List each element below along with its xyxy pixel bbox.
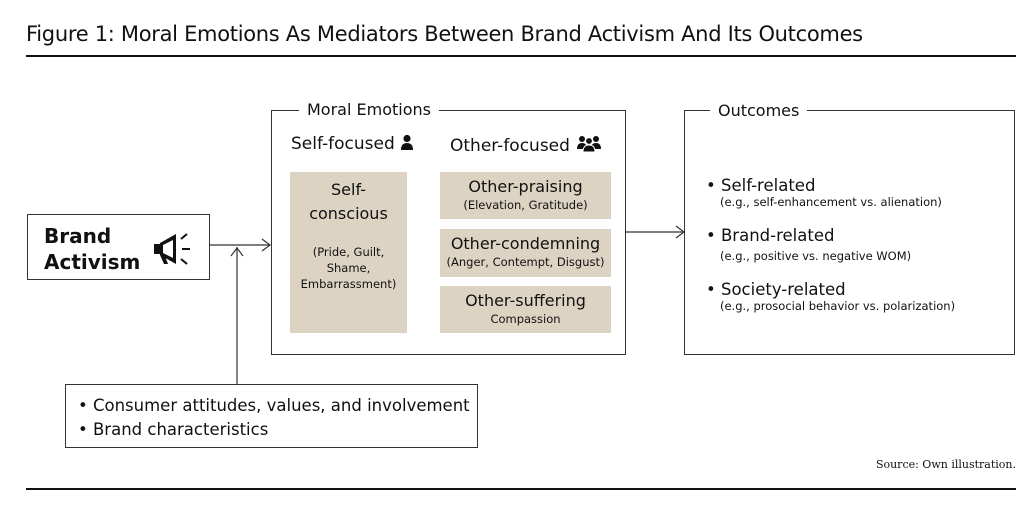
self-conscious-detail-2: Shame, bbox=[326, 261, 371, 275]
brand-activism-line1: Brand bbox=[44, 224, 112, 248]
outcomes-label: Outcomes bbox=[710, 101, 808, 120]
outcome-sub: (e.g., prosocial behavior vs. polarizati… bbox=[720, 299, 956, 313]
other-suffering-detail: Compassion bbox=[490, 312, 561, 326]
outcome-sub: (e.g., positive vs. negative WOM) bbox=[720, 249, 912, 263]
brand-activism-box: Brand Activism bbox=[27, 214, 210, 280]
moral-emotions-label: Moral Emotions bbox=[299, 100, 439, 119]
outcome-main: Self-related bbox=[706, 176, 942, 195]
other-praising-detail: (Elevation, Gratitude) bbox=[463, 198, 588, 212]
other-focused-heading: Other-focused bbox=[450, 134, 603, 156]
source-note: Source: Own illustration. bbox=[875, 458, 1016, 471]
other-condemning-detail: (Anger, Contempt, Disgust) bbox=[446, 255, 605, 269]
other-focused-label: Other-focused bbox=[450, 136, 570, 156]
outcome-item: Brand-related (e.g., positive vs. negati… bbox=[706, 226, 911, 263]
outcome-main: Society-related bbox=[706, 280, 955, 299]
outcome-item: Society-related (e.g., prosocial behavio… bbox=[706, 280, 955, 313]
self-conscious-title-1: Self- bbox=[331, 180, 366, 199]
megaphone-icon bbox=[154, 233, 190, 265]
moderator-item: Brand characteristics bbox=[78, 418, 477, 442]
moderator-item: Consumer attitudes, values, and involvem… bbox=[78, 394, 477, 418]
group-icon bbox=[577, 136, 602, 153]
self-conscious-detail-3: Embarrassment) bbox=[300, 277, 397, 291]
person-icon bbox=[401, 134, 414, 150]
moderators-box: Consumer attitudes, values, and involvem… bbox=[65, 384, 478, 448]
outcome-sub: (e.g., self-enhancement vs. alienation) bbox=[720, 195, 942, 209]
self-conscious-title-2: conscious bbox=[309, 204, 388, 223]
figure-title: Figure 1: Moral Emotions As Mediators Be… bbox=[26, 22, 863, 46]
other-suffering-box: Other-suffering Compassion bbox=[440, 286, 611, 333]
self-focused-label: Self-focused bbox=[291, 134, 395, 154]
other-praising-box: Other-praising (Elevation, Gratitude) bbox=[440, 172, 611, 219]
other-suffering-title: Other-suffering bbox=[465, 291, 586, 310]
outcome-item: Self-related (e.g., self-enhancement vs.… bbox=[706, 176, 942, 209]
self-focused-heading: Self-focused bbox=[291, 134, 414, 154]
self-conscious-box: Self- conscious (Pride, Guilt, Shame, Em… bbox=[290, 172, 407, 333]
brand-activism-line2: Activism bbox=[44, 250, 141, 274]
self-conscious-detail-1: (Pride, Guilt, bbox=[312, 245, 385, 259]
other-condemning-box: Other-condemning (Anger, Contempt, Disgu… bbox=[440, 229, 611, 277]
other-condemning-title: Other-condemning bbox=[450, 234, 601, 253]
top-rule bbox=[26, 55, 1016, 57]
bottom-rule bbox=[26, 488, 1016, 490]
outcome-main: Brand-related bbox=[706, 226, 911, 245]
other-praising-title: Other-praising bbox=[468, 177, 583, 196]
